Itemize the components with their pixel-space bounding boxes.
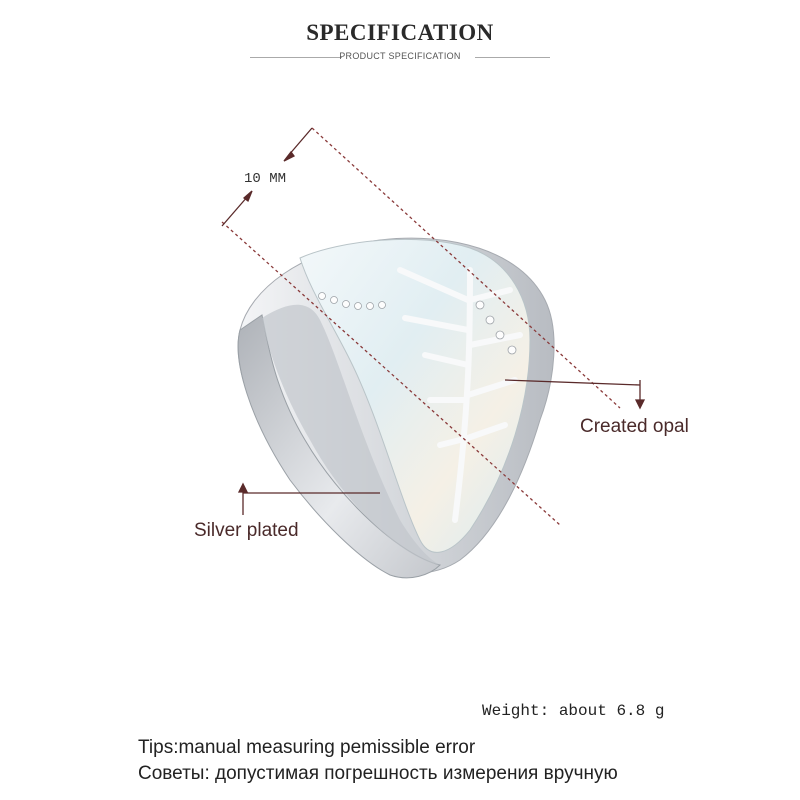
stone-label: Created opal xyxy=(580,416,689,437)
dashed-measure-lines xyxy=(221,127,621,526)
subtitle-rule-right xyxy=(475,57,550,58)
subtitle-rule-left xyxy=(250,57,342,58)
opal-callout-leader xyxy=(504,379,646,410)
weight-value: about 6.8 g xyxy=(558,702,665,720)
metal-label: Silver plated xyxy=(194,520,299,541)
silver-callout-leader xyxy=(237,482,380,515)
weight-label: Weight: xyxy=(482,702,550,720)
dimension-label: 10 MM xyxy=(244,171,287,187)
dimension-arrows xyxy=(221,127,313,227)
ring xyxy=(237,237,555,579)
page-subtitle: PRODUCT SPECIFICATION xyxy=(339,51,461,61)
weight-line: Weight: about 6.8 g xyxy=(482,702,664,720)
tip-english: Tips:manual measuring pemissible error xyxy=(138,737,476,758)
tip-russian: Советы: допустимая погрешность измерения… xyxy=(138,763,618,784)
page-title: SPECIFICATION xyxy=(306,20,494,45)
